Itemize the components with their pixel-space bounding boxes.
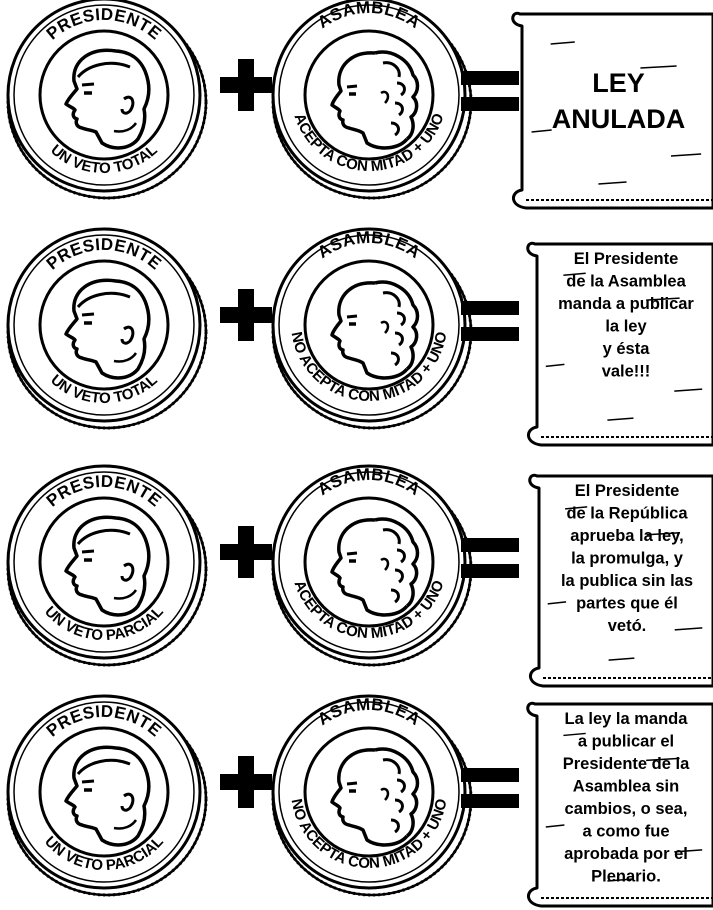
result-text-line: Plenario. (591, 868, 661, 886)
result-text-line: de la República (566, 505, 688, 523)
result-text-line: de la Asamblea (566, 273, 686, 291)
result-text-line: y ésta (603, 340, 651, 358)
result-text-line: la promulga, y (571, 550, 684, 568)
result-text-line: vetó. (608, 617, 647, 635)
scroll-icon: La ley la manda a publicar el Presidente d… (526, 701, 713, 908)
result-text-line: vale!!! (602, 363, 651, 381)
plus-icon (220, 526, 272, 578)
result-text-line: partes que él (576, 595, 678, 613)
scroll-icon: El Presidente de la República aprueba la l… (528, 473, 713, 688)
result-text-line: La ley la manda (565, 710, 689, 728)
result-text-line: a como fue (582, 823, 669, 841)
result-text-line: Presidente de la (563, 755, 690, 773)
result-text-line: El Presidente (575, 482, 680, 500)
plus-icon (220, 756, 272, 808)
result-text-line: aprobada por el (564, 845, 688, 863)
scroll-icon: El Presidente de la Asamblea manda a publi… (526, 241, 713, 447)
scroll-icon: LEY ANULADA (511, 11, 713, 210)
plus-icon (220, 289, 272, 341)
result-text-line: la publica sin las (561, 572, 693, 590)
result-text-line: la ley (605, 318, 647, 336)
result-text-line: ANULADA (552, 104, 685, 134)
result-text-line: manda a publicar (558, 295, 694, 313)
plus-icon (220, 59, 272, 111)
result-text-line: Asamblea sin (573, 778, 679, 796)
result-text-line: LEY (592, 68, 645, 98)
result-text-line: El Presidente (574, 250, 679, 268)
result-text-line: cambios, o sea, (565, 800, 688, 818)
result-text-line: a publicar el (578, 733, 674, 751)
result-text-line: aprueba la ley, (570, 527, 683, 545)
